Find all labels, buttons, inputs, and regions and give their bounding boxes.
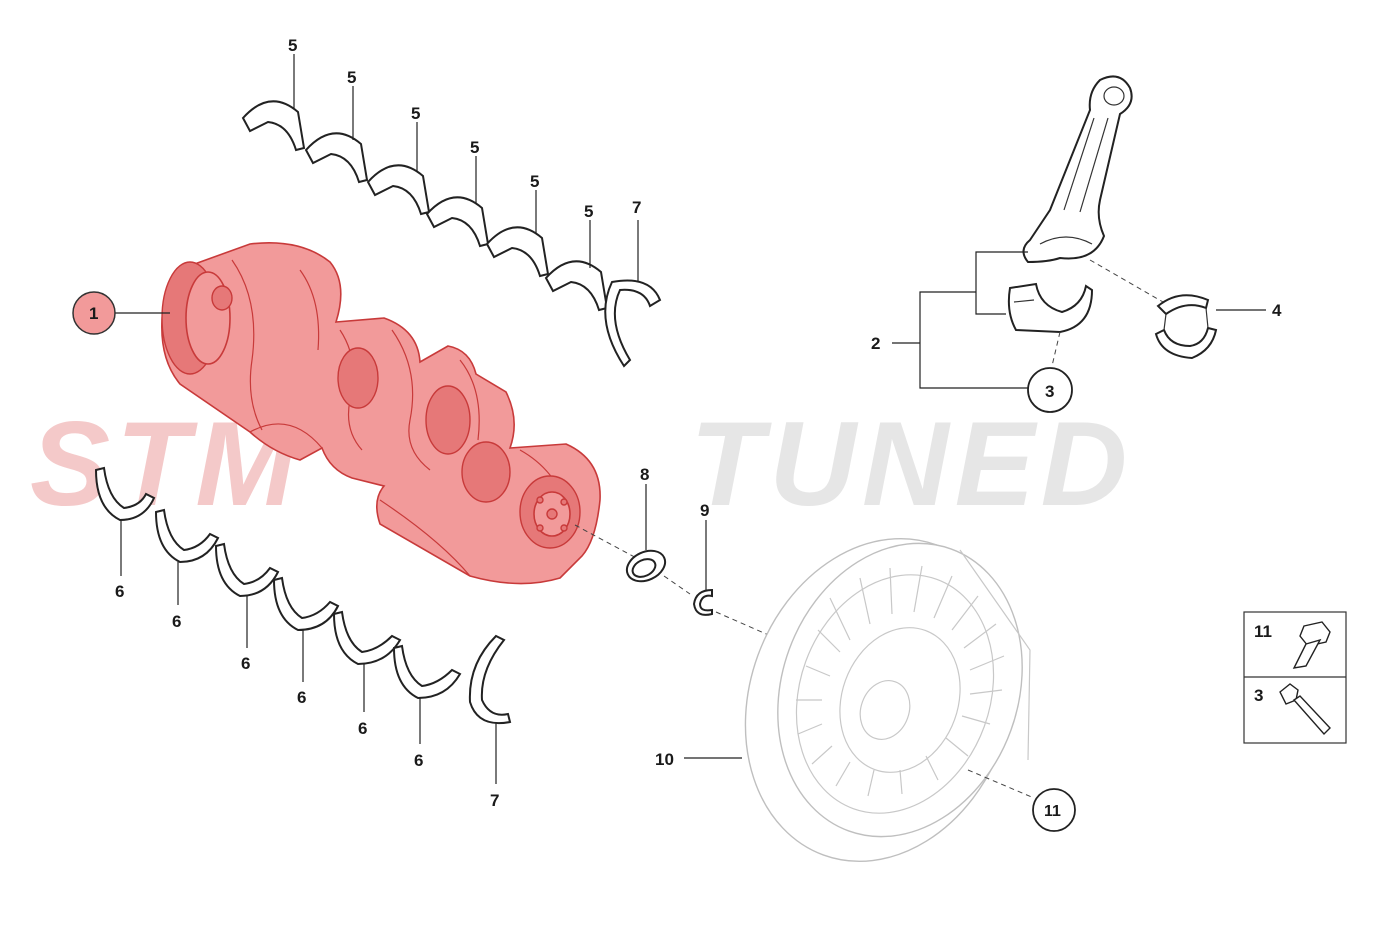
callout-2: 2: [871, 334, 880, 353]
upper-callouts: 5 5 5 5 5 5 7: [288, 36, 641, 282]
upper-bearing-shell[interactable]: [485, 226, 550, 278]
upper-bearing-shell[interactable]: [366, 164, 431, 216]
callout-5: 5: [288, 36, 297, 55]
callout-7: 7: [490, 791, 499, 810]
connecting-rod-cap[interactable]: [1007, 282, 1094, 334]
upper-bearing-shell[interactable]: [544, 260, 609, 312]
lower-bearing-shell[interactable]: [154, 508, 220, 564]
legend-box: 11 3: [1243, 611, 1347, 744]
upper-bearing-shell[interactable]: [304, 132, 369, 184]
callout-1-circle[interactable]: [72, 291, 116, 335]
callout-1-group[interactable]: 1: [72, 291, 170, 335]
callout-9: 9: [700, 501, 709, 520]
callout-5: 5: [411, 104, 420, 123]
lower-bearing-shell[interactable]: [332, 610, 402, 666]
crankshaft[interactable]: [161, 242, 601, 585]
callout-5: 5: [347, 68, 356, 87]
callout-3: 3: [1045, 382, 1054, 401]
callout-6: 6: [358, 719, 367, 738]
upper-bearing-shell[interactable]: [241, 100, 306, 152]
upper-main-bearings: [241, 100, 662, 368]
callout-6: 6: [241, 654, 250, 673]
conrod-bearing[interactable]: 4: [1154, 294, 1282, 360]
callout-6: 6: [115, 582, 124, 601]
vibration-damper[interactable]: 10: [655, 500, 1062, 899]
legend-number-11: 11: [1254, 622, 1272, 641]
lower-bearing-shell[interactable]: [272, 576, 340, 632]
callout-1: 1: [89, 304, 98, 323]
lower-bearing-shell[interactable]: [214, 542, 280, 598]
callout-11-circle[interactable]: [1032, 788, 1076, 832]
legend-number-3: 3: [1254, 686, 1263, 705]
callout-11-group[interactable]: 11: [1032, 788, 1076, 832]
callout-6: 6: [297, 688, 306, 707]
connecting-rod[interactable]: [1007, 75, 1133, 334]
callout-8: 8: [640, 465, 649, 484]
callout-3-group[interactable]: 3: [1027, 367, 1073, 413]
lower-bearing-shell[interactable]: [94, 466, 156, 522]
callout-3-circle[interactable]: [1027, 367, 1073, 413]
upper-bearing-shell[interactable]: [425, 196, 490, 248]
callout-5: 5: [584, 202, 593, 221]
lower-main-bearings: [94, 466, 512, 724]
callout-7: 7: [632, 198, 641, 217]
stretch-bolt-icon: [1279, 683, 1331, 736]
callout-10: 10: [655, 750, 674, 769]
circlip[interactable]: 9: [692, 501, 713, 616]
lower-callouts: 6 6 6 6 6 6 7: [115, 520, 499, 810]
callout-2-group: 2: [871, 251, 1028, 389]
callout-5: 5: [530, 172, 539, 191]
callout-5: 5: [470, 138, 479, 157]
callout-11: 11: [1044, 803, 1061, 820]
callout-6: 6: [414, 751, 423, 770]
hex-bolt-icon: [1292, 621, 1331, 669]
thrust-washer-upper[interactable]: [604, 279, 662, 368]
watermark-tuned: TUNED: [690, 397, 1133, 531]
oil-seal[interactable]: 8: [622, 465, 670, 587]
callout-4: 4: [1272, 301, 1282, 320]
callout-6: 6: [172, 612, 181, 631]
lower-bearing-shell[interactable]: [392, 644, 462, 700]
thrust-washer-lower[interactable]: [468, 634, 512, 724]
